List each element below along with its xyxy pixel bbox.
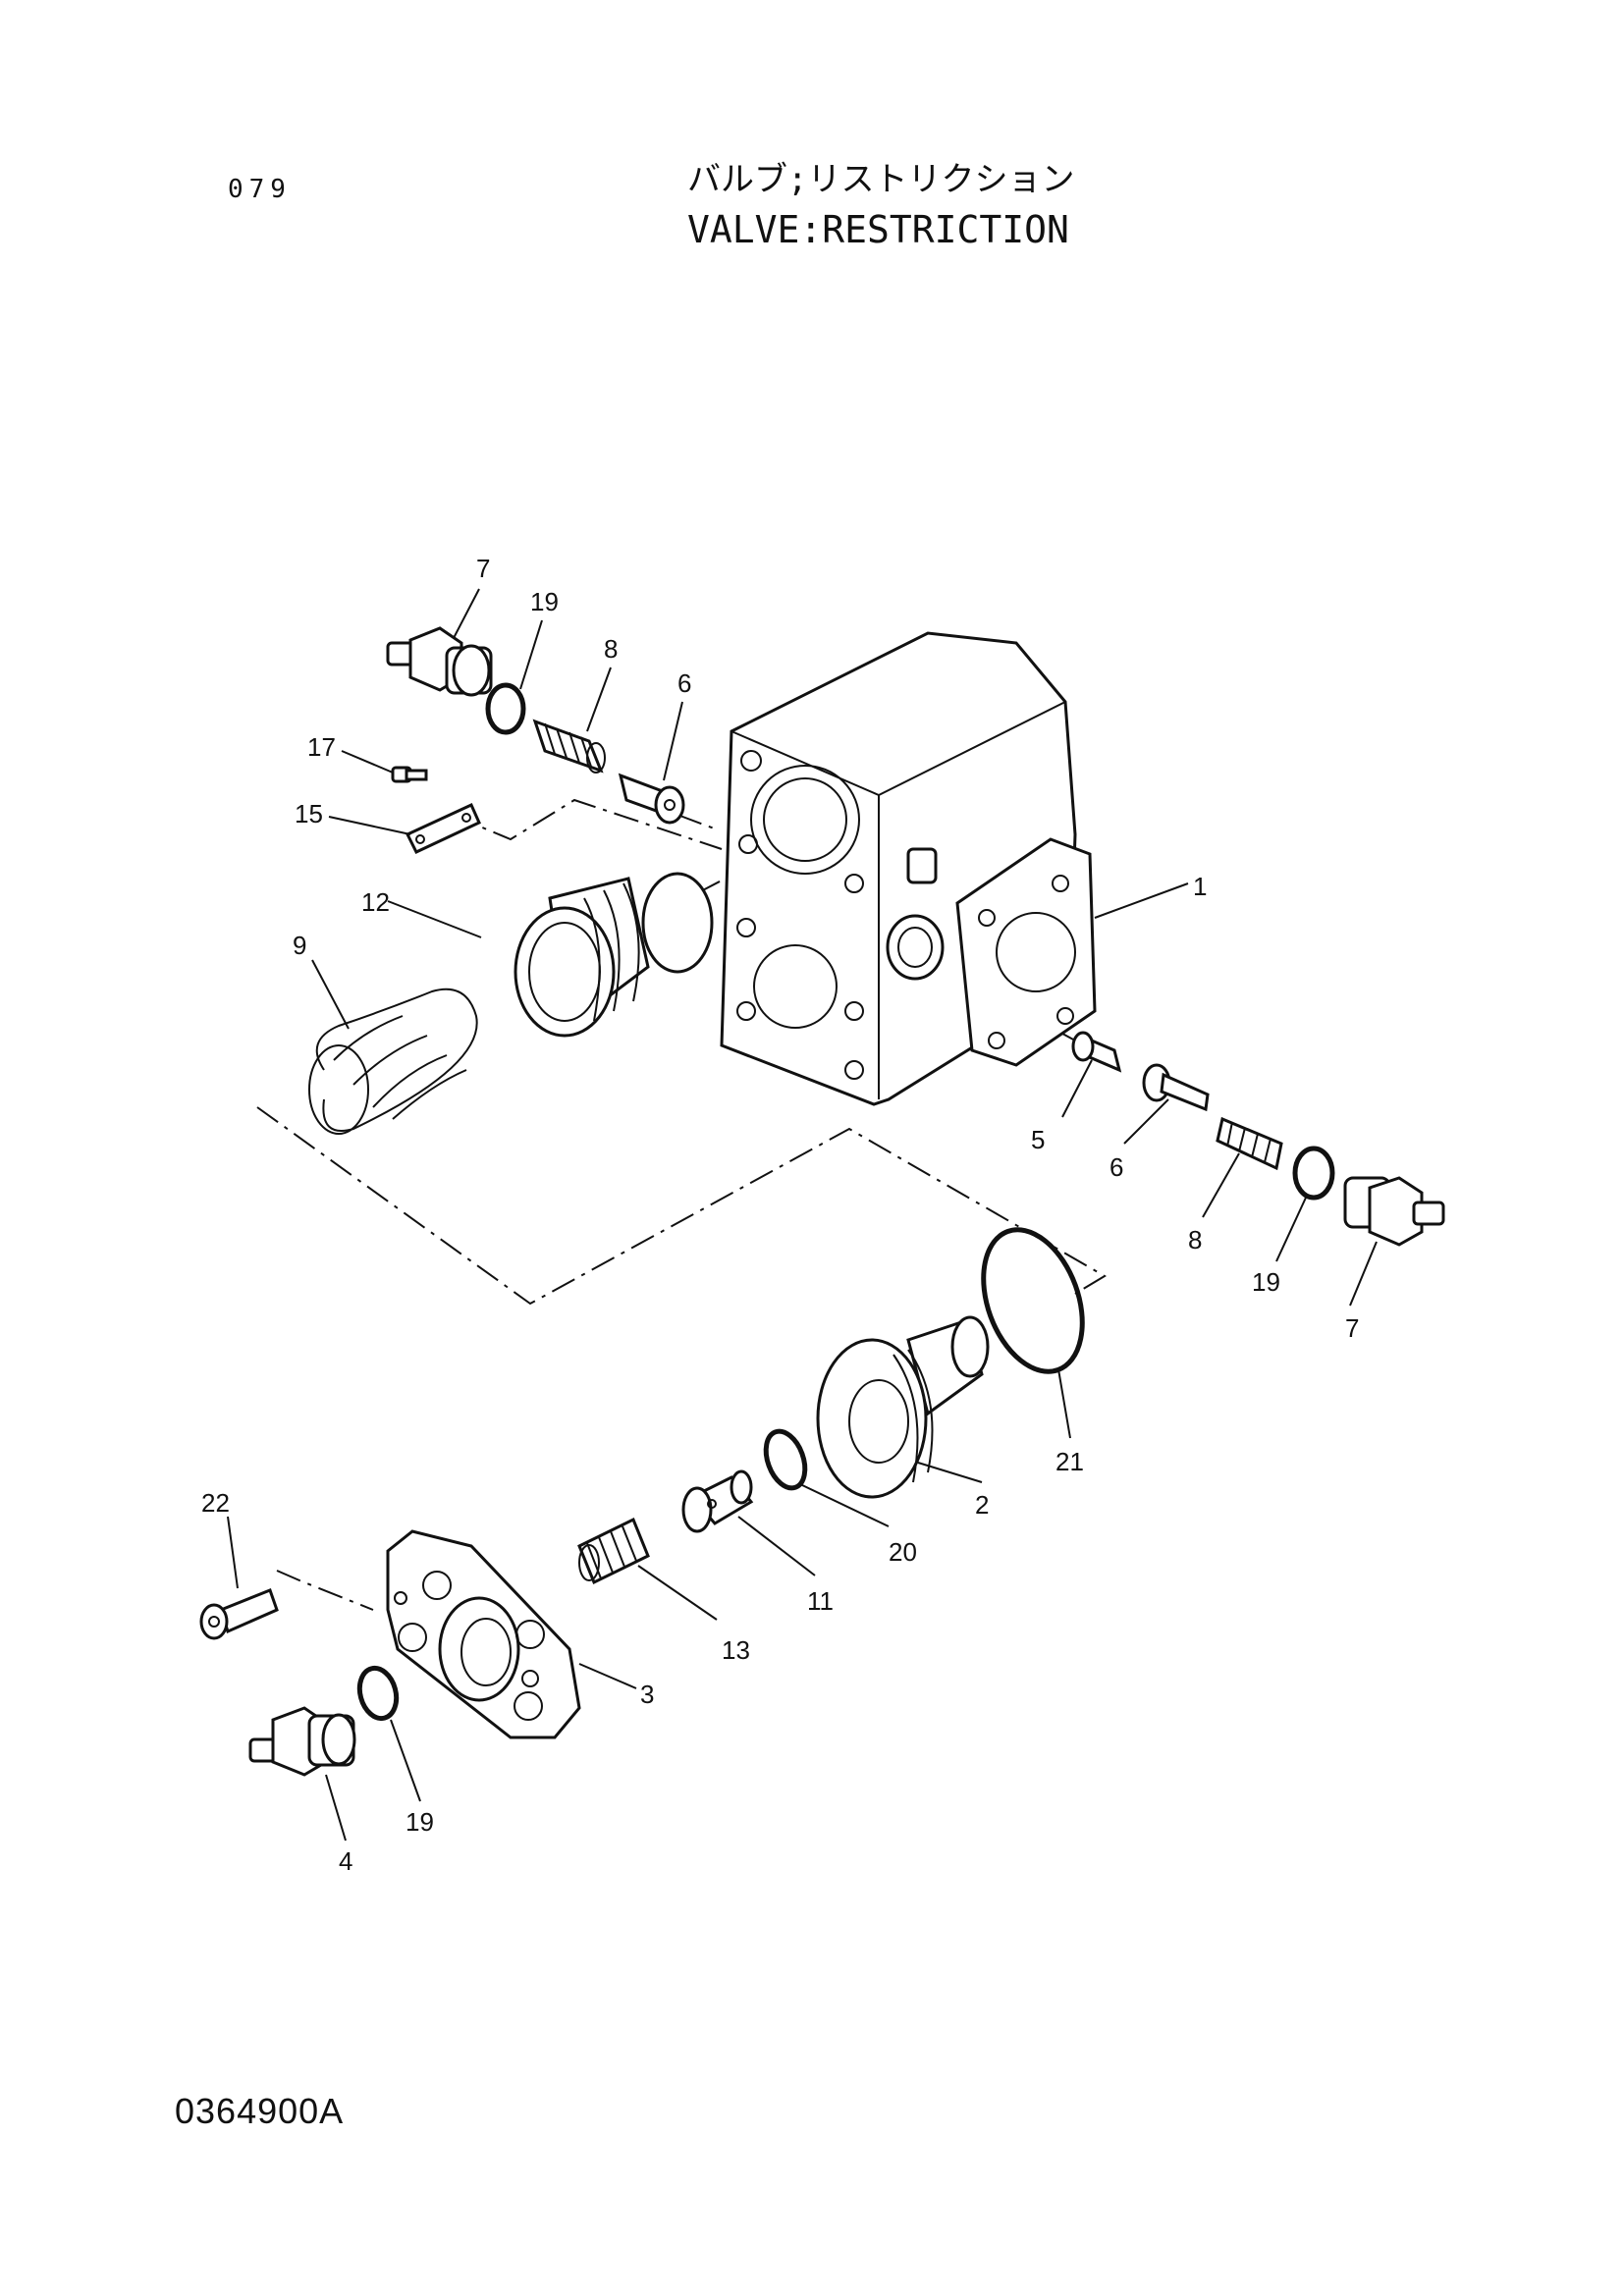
callout-label: 15: [295, 799, 323, 828]
callout-label: 21: [1055, 1447, 1084, 1476]
callout-label: 7: [476, 554, 490, 583]
callout-label: 19: [1252, 1267, 1280, 1297]
assembly-line-cap: [676, 814, 718, 830]
sleeve-part-12: [514, 872, 714, 1038]
spring-part-13: [577, 1517, 650, 1585]
valve-body-part-1: [720, 631, 1097, 1106]
o-ring-part-20: [763, 1428, 808, 1491]
cover-part-3: [386, 1529, 581, 1739]
callout-label: 5: [1031, 1125, 1045, 1154]
assembly-line-screw: [276, 1570, 374, 1611]
o-ring-part-19-lower: [356, 1665, 400, 1722]
callout-label: 20: [889, 1537, 917, 1567]
callout-label: 7: [1345, 1313, 1359, 1343]
callout-label: 1: [1193, 872, 1207, 901]
callout-label: 11: [807, 1586, 834, 1616]
bolt-part-22: [199, 1588, 279, 1640]
plug-part-4: [248, 1706, 356, 1777]
poppet-part-6-lower: [1142, 1063, 1210, 1112]
drawing-code: 0364900A: [175, 2091, 345, 2131]
plug-part-7-lower: [1343, 1176, 1445, 1247]
callout-label: 4: [339, 1846, 352, 1876]
spring-part-8-lower: [1216, 1116, 1283, 1171]
plug-part-7-upper: [386, 626, 493, 697]
callout-label: 22: [201, 1488, 230, 1518]
title-english: VALVE:RESTRICTION: [687, 208, 1069, 251]
callout-label: 8: [604, 634, 618, 664]
screw-part-17: [391, 766, 428, 783]
spring-part-9: [308, 988, 478, 1135]
piston-part-5: [1071, 1031, 1122, 1073]
callout-label: 17: [307, 732, 336, 762]
callout-label: 6: [1109, 1152, 1123, 1182]
page-number: 079: [228, 175, 292, 204]
spring-part-8-upper: [532, 719, 606, 774]
callout-label: 13: [722, 1635, 750, 1665]
leader-lines: [227, 588, 1378, 1842]
poppet-part-6-upper: [618, 773, 685, 825]
callout-label: 19: [530, 587, 559, 616]
o-ring-part-19-upper: [485, 682, 526, 735]
callout-label: 9: [293, 931, 306, 960]
callout-label: 3: [640, 1680, 654, 1709]
callout-label: 12: [361, 887, 390, 917]
plate-part-15: [405, 803, 481, 854]
callout-label: 19: [406, 1807, 434, 1837]
callout-label: 6: [677, 668, 691, 698]
callout-label: 8: [1188, 1225, 1202, 1255]
assembly-line-bracket: [451, 798, 723, 850]
callout-label: 2: [975, 1490, 989, 1520]
assembly-line-lower-loop: [256, 1106, 1107, 1306]
o-ring-part-19-right: [1292, 1146, 1335, 1201]
seat-part-2: [816, 1315, 990, 1499]
spool-part-11: [681, 1469, 754, 1533]
title-japanese: バルブ;リストリクション: [687, 160, 1075, 199]
